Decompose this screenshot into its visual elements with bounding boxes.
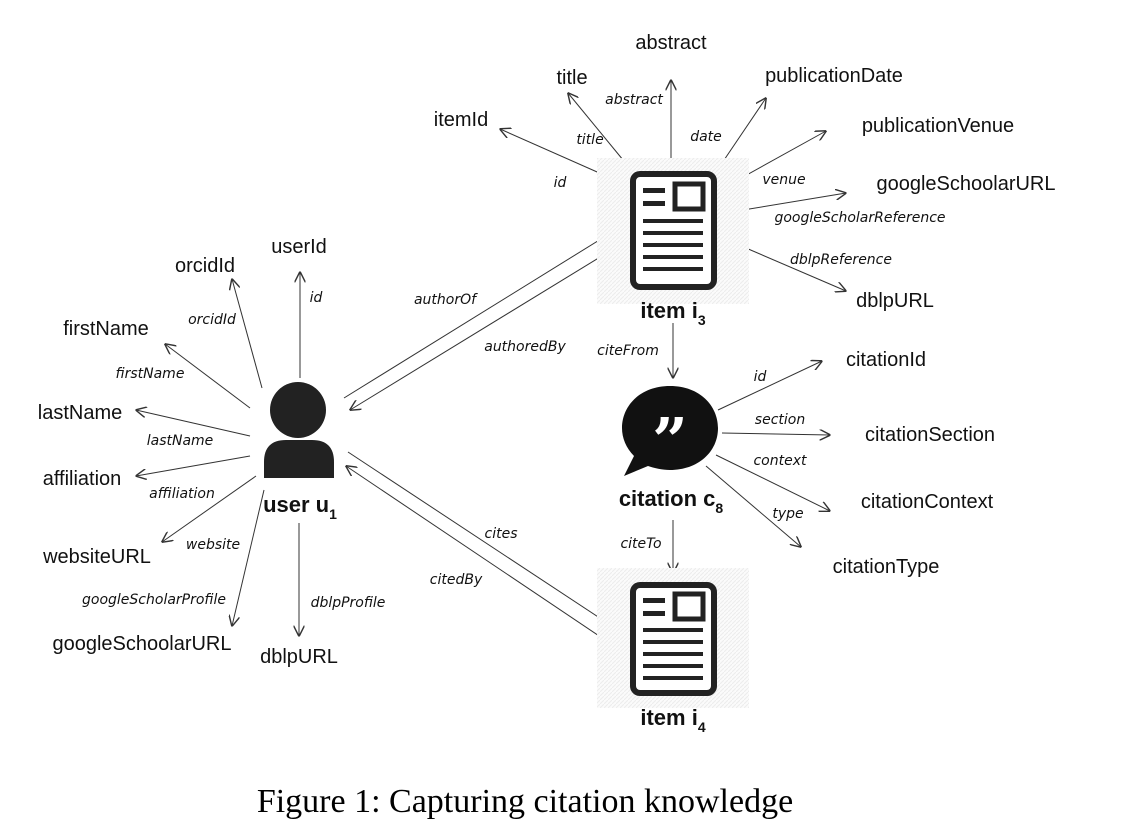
node-websiteURL: websiteURL	[42, 546, 151, 568]
edge-label-authorOf: authorOf	[414, 292, 478, 308]
user-node: user u1	[263, 382, 337, 522]
item-attribute-labels: itemId title abstract publicationDate pu…	[434, 32, 1056, 312]
user-icon	[264, 382, 334, 478]
node-userId: userId	[271, 236, 327, 258]
citation-edge-labels: id section context type	[753, 369, 807, 522]
edge-user-orcidId	[232, 279, 263, 389]
node-dblpURL-user: dblpURL	[260, 646, 338, 668]
citation-attribute-labels: citationId citationSection citationConte…	[833, 349, 995, 578]
node-citationType: citationType	[833, 556, 940, 578]
user-attribute-labels: userId orcidId firstName lastName affili…	[38, 236, 338, 668]
edge-label-citation-context: context	[753, 453, 807, 469]
edge-user-googleSchoolarURL	[232, 489, 265, 626]
edge-user-lastName	[136, 410, 251, 437]
citation-node: ” citation c8	[619, 386, 724, 516]
node-citationId: citationId	[846, 349, 926, 371]
item4-label: item i4	[640, 705, 705, 735]
relation-labels: authorOf authoredBy cites citedBy citeFr…	[414, 292, 662, 588]
edge-label-citedBy: citedBy	[430, 572, 483, 588]
edge-label-cites: cites	[485, 526, 518, 542]
edges	[136, 80, 846, 651]
edge-authorOf	[343, 226, 622, 399]
edge-item3-publicationDate	[719, 98, 766, 167]
edge-label-item-dblpReference: dblpReference	[790, 252, 892, 268]
item3-node: item i3	[597, 158, 749, 328]
edge-label-user-id: id	[310, 290, 323, 306]
edge-label-item-abstract: abstract	[605, 92, 663, 108]
node-firstName: firstName	[63, 318, 149, 340]
edge-label-citeFrom: citeFrom	[597, 343, 659, 359]
node-publicationVenue: publicationVenue	[862, 115, 1014, 137]
figure-caption: Figure 1: Capturing citation knowledge	[257, 783, 793, 820]
edge-user-affiliation	[136, 455, 251, 476]
edge-item3-title	[568, 93, 629, 167]
edge-label-item-date: date	[690, 129, 722, 145]
quote-bubble-icon: ”	[622, 386, 718, 477]
edge-citation-citationSection	[721, 433, 830, 435]
node-googleSchoolarURL-user: googleSchoolarURL	[52, 633, 231, 655]
edge-user-firstName	[165, 344, 251, 409]
edge-label-citeTo: citeTo	[620, 536, 661, 552]
edge-label-item-title: title	[576, 132, 603, 148]
item-edge-labels: id title abstract date venue googleSchol…	[554, 92, 946, 268]
edge-label-user-lastName: lastName	[147, 433, 214, 449]
edge-citedBy	[346, 466, 621, 651]
node-citationContext: citationContext	[861, 491, 994, 513]
edge-citation-citationContext	[715, 454, 830, 511]
edge-label-user-website: website	[186, 537, 240, 553]
node-lastName: lastName	[38, 402, 122, 424]
edge-label-item-id: id	[554, 175, 567, 191]
edge-label-user-orcidId: orcidId	[188, 312, 236, 328]
item3-label: item i3	[640, 298, 705, 328]
edge-label-citation-type: type	[772, 506, 803, 522]
node-abstract: abstract	[635, 32, 707, 54]
edge-authoredBy	[350, 239, 629, 410]
node-googleSchoolarURL-item: googleSchoolarURL	[876, 173, 1055, 195]
edge-label-user-dblpProfile: dblpProfile	[311, 595, 386, 611]
edge-label-citation-section: section	[755, 412, 805, 428]
edge-label-user-affiliation: affiliation	[149, 486, 215, 502]
node-orcidId: orcidId	[175, 255, 235, 277]
node-citationSection: citationSection	[865, 424, 995, 446]
item4-node: item i4	[597, 568, 749, 735]
node-dblpURL-item: dblpURL	[856, 290, 934, 312]
edge-label-authoredBy: authoredBy	[484, 339, 566, 355]
edge-label-item-googleScholarReference: googleScholarReference	[774, 210, 945, 226]
node-publicationDate: publicationDate	[765, 65, 903, 87]
edge-label-item-venue: venue	[762, 172, 805, 188]
edge-user-websiteURL	[162, 475, 257, 542]
edge-citation-citationType	[705, 465, 801, 547]
edge-cites	[347, 451, 624, 634]
edge-label-citation-id: id	[754, 369, 767, 385]
user-edge-labels: id orcidId firstName lastName affiliatio…	[82, 290, 385, 611]
node-affiliation: affiliation	[43, 468, 122, 490]
edge-citation-citationId	[717, 361, 822, 411]
document-icon	[630, 171, 717, 290]
document-icon	[630, 582, 717, 696]
edge-label-user-firstName: firstName	[116, 366, 185, 382]
svg-text:”: ”	[652, 404, 688, 477]
node-title: title	[556, 67, 587, 89]
edge-label-user-googleScholarProfile: googleScholarProfile	[82, 592, 226, 608]
citation-label: citation c8	[619, 486, 724, 516]
user-label: user u1	[263, 492, 337, 522]
node-itemId: itemId	[434, 109, 488, 131]
